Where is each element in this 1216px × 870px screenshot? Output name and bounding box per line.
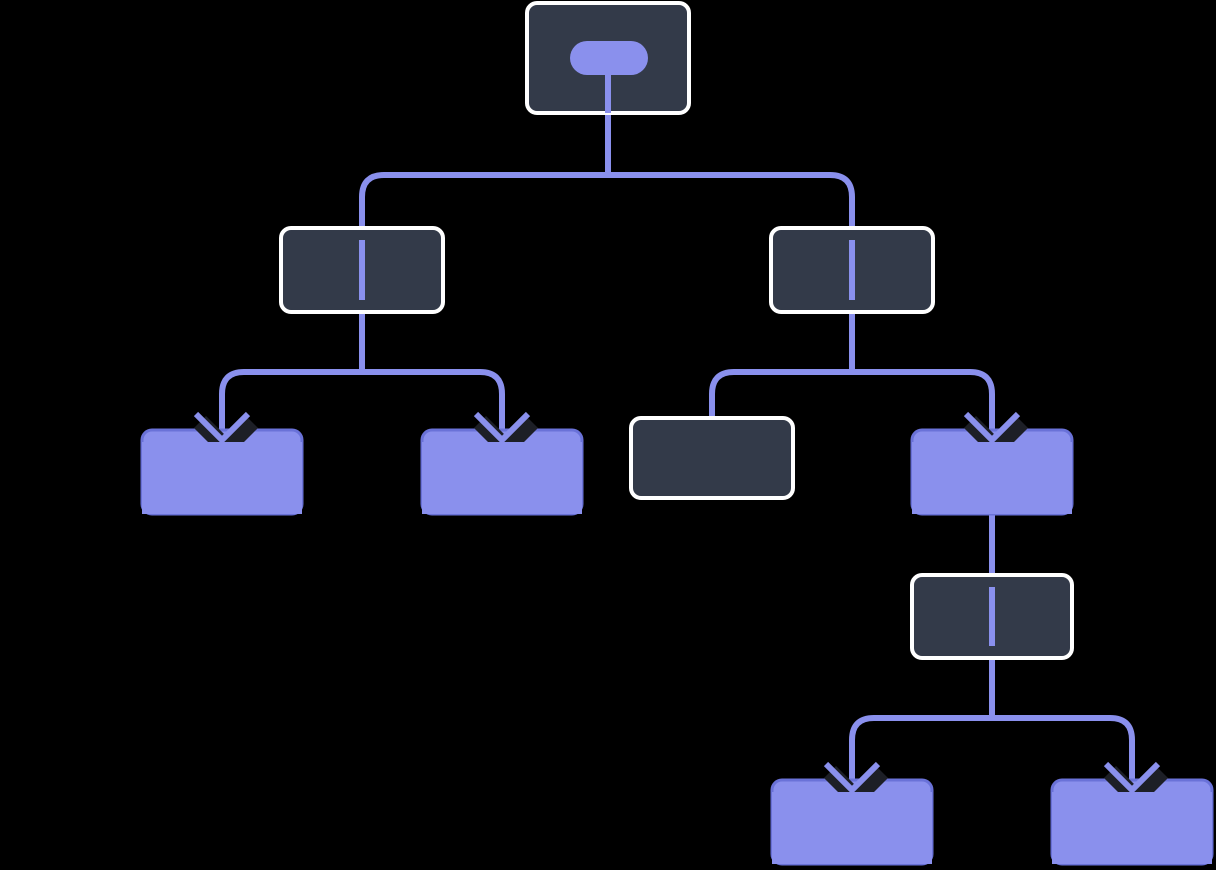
tree-node-l1-right[interactable]: [769, 226, 935, 314]
node-box[interactable]: [629, 416, 795, 500]
arrows-layer: [142, 411, 1212, 864]
node-fill-overlay: [142, 442, 302, 514]
node-fill-overlay: [1052, 792, 1212, 864]
edge-bus: [849, 715, 1135, 780]
node-fill-overlay: [772, 792, 932, 864]
tree-node-l3-a[interactable]: [910, 573, 1074, 660]
tree-node-l1-left[interactable]: [279, 226, 445, 314]
edge-bus: [709, 369, 995, 430]
arrowhead-chevron: [1103, 761, 1161, 795]
node-pill-marker: [570, 41, 648, 75]
node-fill-overlay: [912, 442, 1072, 514]
arrowhead-chevron: [193, 411, 251, 445]
tree-node-l2-c[interactable]: [629, 416, 795, 500]
arrowhead-chevron: [963, 411, 1021, 445]
arrowhead-chevron: [823, 761, 881, 795]
tree-node-root[interactable]: [525, 1, 691, 115]
node-fill-overlay: [422, 442, 582, 514]
edge-bus: [219, 369, 505, 430]
edges-layer: [219, 113, 1135, 780]
arrowhead-chevron: [473, 411, 531, 445]
edge-bus: [359, 172, 855, 228]
